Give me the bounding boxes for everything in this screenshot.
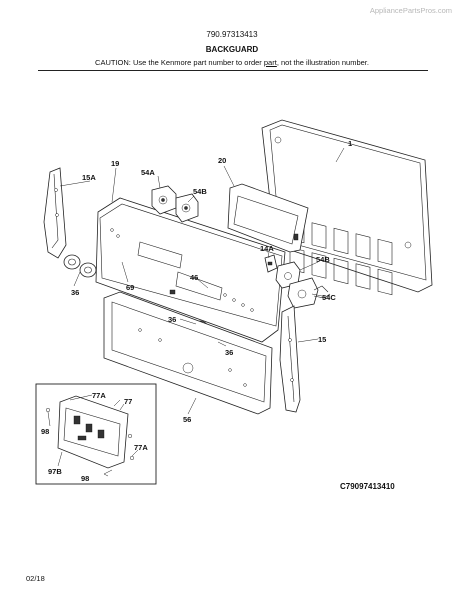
callout-19: 19 bbox=[111, 159, 119, 168]
callout-36-right: 36 bbox=[225, 348, 233, 357]
right-end-cap-part bbox=[279, 305, 301, 413]
header-divider bbox=[38, 70, 428, 71]
callout-1: 1 bbox=[348, 139, 352, 148]
callout-56: 56 bbox=[183, 415, 191, 424]
callout-14a: 14A bbox=[260, 244, 274, 253]
caution-suffix: , not the illustration number. bbox=[276, 58, 369, 67]
caution-note: CAUTION: Use the Kenmore part number to … bbox=[0, 58, 464, 67]
left-end-cap-part bbox=[43, 167, 67, 259]
switch-54a-part bbox=[151, 185, 177, 215]
callout-98-top: 98 bbox=[41, 427, 49, 436]
callout-54b-top: 54B bbox=[193, 187, 207, 196]
control-panel-part bbox=[95, 197, 286, 343]
callout-36-mid: 36 bbox=[168, 315, 176, 324]
rear-panel-part bbox=[261, 119, 433, 296]
switch-54b-right-part bbox=[275, 261, 301, 289]
display-board-part bbox=[227, 183, 309, 253]
callout-54c: 54C bbox=[322, 293, 336, 302]
caution-prefix: CAUTION: Use the Kenmore part number to … bbox=[95, 58, 264, 67]
switch-54c-part bbox=[287, 277, 331, 309]
leader-lines bbox=[47, 147, 345, 477]
model-number: 790.97313413 bbox=[206, 30, 258, 39]
switch-54b-top-part bbox=[175, 193, 199, 223]
callout-97b: 97B bbox=[48, 467, 62, 476]
watermark: AppliancePartsPros.com bbox=[369, 6, 452, 15]
callout-20: 20 bbox=[218, 156, 226, 165]
caution-part-link: part bbox=[263, 58, 277, 67]
callout-15: 15 bbox=[318, 335, 326, 344]
revision-date: 02/18 bbox=[26, 574, 45, 583]
knob-left-part bbox=[63, 254, 97, 278]
callout-54b-right: 54B bbox=[316, 255, 330, 264]
mounting-bracket-part bbox=[103, 291, 273, 415]
callout-77a-bottom: 77A bbox=[134, 443, 148, 452]
inset-control-board-box bbox=[35, 383, 157, 485]
callout-69: 69 bbox=[126, 283, 134, 292]
callout-46: 46 bbox=[190, 273, 198, 282]
callout-36-left: 36 bbox=[71, 288, 79, 297]
callout-77: 77 bbox=[124, 397, 132, 406]
figure-code: C79097413410 bbox=[340, 482, 395, 491]
callout-15a: 15A bbox=[82, 173, 96, 182]
callout-98-bottom: 98 bbox=[81, 474, 89, 483]
callout-77a-top: 77A bbox=[92, 391, 106, 400]
clip-14a-part bbox=[264, 254, 278, 273]
callout-54a: 54A bbox=[141, 168, 155, 177]
section-title: BACKGUARD bbox=[205, 45, 259, 54]
